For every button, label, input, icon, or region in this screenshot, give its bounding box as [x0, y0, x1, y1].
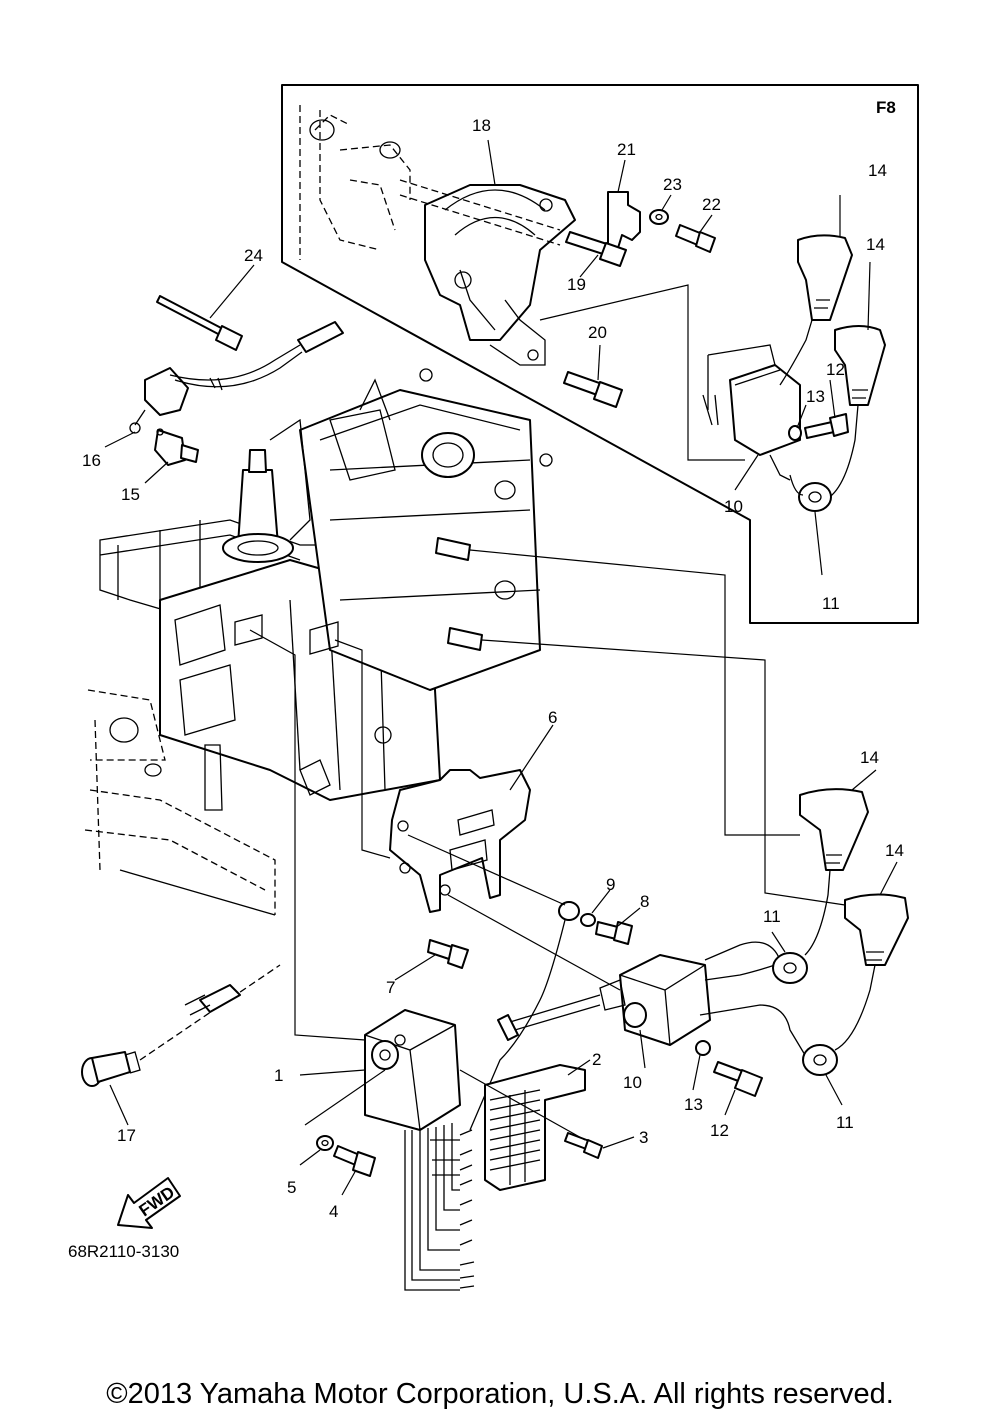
callout-21: 21: [617, 140, 636, 159]
inset-frame: [281, 84, 919, 624]
drawing-number: 68R2110-3130: [68, 1242, 179, 1261]
bolt-20: [563, 371, 623, 408]
callout-11: 11: [763, 907, 781, 926]
callout-5: 5: [287, 1178, 296, 1197]
fwd-arrow: FWD: [117, 1177, 181, 1229]
grommet-11-b: [802, 1044, 838, 1076]
callout-13: 13: [684, 1095, 703, 1114]
sensor-16: [129, 321, 344, 434]
cable-tie-24: [156, 295, 243, 351]
screw-3: [564, 1132, 603, 1159]
sender-17: [81, 964, 281, 1087]
callout-14: 14: [860, 748, 879, 767]
bolt-19: [565, 231, 627, 267]
callout-18: 18: [472, 116, 491, 135]
rectifier-2: [484, 1064, 586, 1191]
inset-callout-13: 13: [806, 387, 825, 406]
callout-9: 9: [606, 875, 615, 894]
callout-17: 17: [117, 1126, 136, 1145]
callout-14-second: 14: [885, 841, 904, 860]
washer-inset-13: [788, 425, 802, 441]
plug-cap-14-a: [799, 788, 869, 956]
bolt-12: [713, 1061, 763, 1097]
washer-9: [580, 913, 596, 927]
clip-21: [607, 191, 641, 249]
inset-callout-12: 12: [826, 360, 845, 379]
plug-cap-inset-a: [779, 234, 853, 386]
callout-22: 22: [702, 195, 721, 214]
callout-2: 2: [592, 1050, 601, 1069]
callout-20: 20: [588, 323, 607, 342]
grommet-inset: [789, 474, 832, 512]
switch-15: [154, 428, 199, 466]
bracket-18: [399, 179, 576, 366]
callout-12: 12: [710, 1121, 729, 1140]
engine-block: [99, 368, 553, 801]
ignition-coil-10: [497, 941, 806, 1056]
inset-callout-10: 10: [724, 497, 743, 516]
plug-cap-14-b: [834, 893, 909, 1051]
inset-callout-11: 11: [822, 594, 840, 613]
callout-7: 7: [386, 978, 395, 997]
bolt-inset-12: [804, 413, 849, 439]
ground-lead: [469, 901, 580, 1131]
bolt-8: [595, 921, 633, 945]
callout-3: 3: [639, 1128, 648, 1147]
bolt-7: [427, 939, 469, 969]
cdi-unit-1: [364, 1009, 475, 1291]
callout-6: 6: [548, 708, 557, 727]
callout-19: 19: [567, 275, 586, 294]
plate-6: [389, 769, 531, 913]
bolt-22: [675, 224, 716, 253]
callout-24: 24: [244, 246, 263, 265]
callout-8: 8: [640, 892, 649, 911]
callout-16: 16: [82, 451, 101, 470]
inset-callout-14-b: 14: [866, 235, 885, 254]
callout-1: 1: [274, 1066, 283, 1085]
callout-15: 15: [121, 485, 140, 504]
callout-23: 23: [663, 175, 682, 194]
inset-callout-14-a: 14: [868, 161, 887, 180]
inset-engine-outline: [299, 105, 411, 260]
ignition-coil-inset: [702, 344, 801, 481]
lower-housing: [84, 689, 276, 916]
callout-11-second: 11: [836, 1113, 854, 1132]
washer-23: [649, 209, 669, 225]
bolt-4: [333, 1145, 376, 1177]
callout-4: 4: [329, 1202, 338, 1221]
callout-10: 10: [623, 1073, 642, 1092]
grommet-11-a: [772, 952, 808, 984]
washer-5: [316, 1135, 334, 1151]
copyright-notice: ©2013 Yamaha Motor Corporation, U.S.A. A…: [106, 1378, 894, 1410]
inset-label: F8: [876, 98, 896, 117]
washer-13: [695, 1040, 711, 1056]
